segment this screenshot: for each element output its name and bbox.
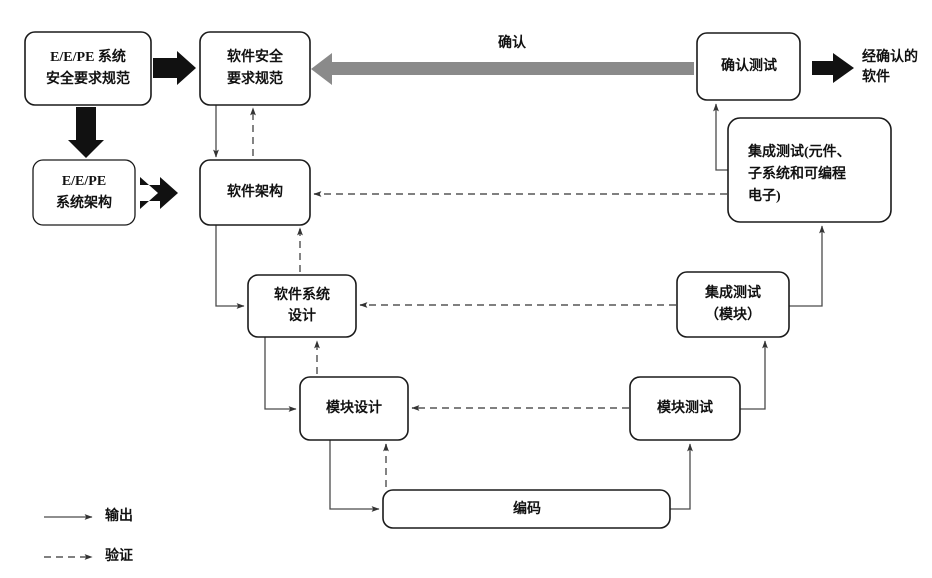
output-label-validated-software-line1: 经确认的 [862, 48, 918, 65]
flow-system-design-to-module-design [264, 337, 297, 412]
block-arrow-validated-software [812, 53, 854, 83]
block-arrow-ee-to-software-req [153, 51, 196, 85]
node-integration-test-module[interactable]: 集成测试 （模块） [676, 271, 790, 338]
legend-label-verification: 验证 [105, 547, 133, 564]
node-label-ee-pe-system-architecture-line2: 系统架构 [56, 194, 112, 211]
node-label-coding: 编码 [513, 500, 541, 517]
node-label-software-system-design-line2: 设计 [288, 307, 316, 324]
connector-layer: 确认 经确认的 软件 [68, 34, 918, 512]
node-label-ee-pe-system-architecture-line1: E/E/PE [62, 174, 106, 189]
output-label-validated-software-line2: 软件 [862, 68, 890, 85]
legend-item-verification: 验证 [44, 547, 133, 564]
block-arrow-ee-req-to-arch [68, 107, 104, 158]
node-software-system-design[interactable]: 软件系统 设计 [247, 274, 357, 338]
node-validation-test[interactable]: 确认测试 [696, 32, 801, 101]
node-ee-pe-safety-requirements[interactable]: E/E/PE 系统 安全要求规范 [24, 31, 152, 106]
node-label-module-test: 模块测试 [657, 399, 713, 416]
flow-module-test-to-integration-module [740, 340, 768, 410]
node-label-integration-test-system-line1: 集成测试(元件、 [747, 143, 851, 160]
node-layer: E/E/PE 系统 安全要求规范 E/E/PE 系统架构 软件安全 要求规范 软… [24, 31, 892, 529]
flow-coding-to-module-test [670, 443, 693, 510]
node-ee-pe-system-architecture[interactable]: E/E/PE 系统架构 [32, 159, 136, 226]
node-software-architecture[interactable]: 软件架构 [199, 159, 311, 226]
node-label-software-system-design-line1: 软件系统 [274, 286, 330, 303]
edge-label-validation: 确认 [498, 34, 527, 51]
node-label-ee-pe-safety-requirements-line2: 安全要求规范 [46, 70, 130, 87]
node-label-integration-test-system-line3: 电子) [748, 187, 781, 204]
node-coding[interactable]: 编码 [382, 489, 671, 529]
node-label-integration-test-system-line2: 子系统和可编程 [748, 165, 846, 182]
flow-integration-system-to-validation-test [713, 103, 728, 171]
legend: 输出 验证 [44, 507, 133, 564]
block-arrow-ee-arch-to-sw-arch [140, 177, 178, 209]
flow-module-design-to-coding [329, 440, 380, 512]
node-label-validation-test: 确认测试 [721, 57, 777, 74]
node-label-software-safety-requirements-line2: 要求规范 [227, 70, 283, 87]
node-label-module-design: 模块设计 [326, 399, 382, 416]
flow-architecture-to-system-design [215, 225, 245, 309]
node-label-software-safety-requirements-line1: 软件安全 [227, 48, 284, 65]
node-module-test[interactable]: 模块测试 [629, 376, 741, 441]
node-label-ee-pe-safety-requirements-line1: E/E/PE 系统 [50, 48, 126, 65]
node-label-software-architecture: 软件架构 [227, 183, 283, 200]
node-label-integration-test-module-line2: （模块） [705, 306, 761, 323]
node-label-integration-test-module-line1: 集成测试 [704, 284, 761, 301]
legend-label-output: 输出 [105, 507, 133, 524]
node-module-design[interactable]: 模块设计 [299, 376, 409, 441]
legend-item-output: 输出 [44, 507, 133, 524]
flow-integration-module-to-integration-system [789, 225, 825, 307]
node-integration-test-system[interactable]: 集成测试(元件、 子系统和可编程 电子) [727, 117, 892, 223]
node-software-safety-requirements[interactable]: 软件安全 要求规范 [199, 31, 311, 106]
block-arrow-validation [311, 53, 694, 85]
